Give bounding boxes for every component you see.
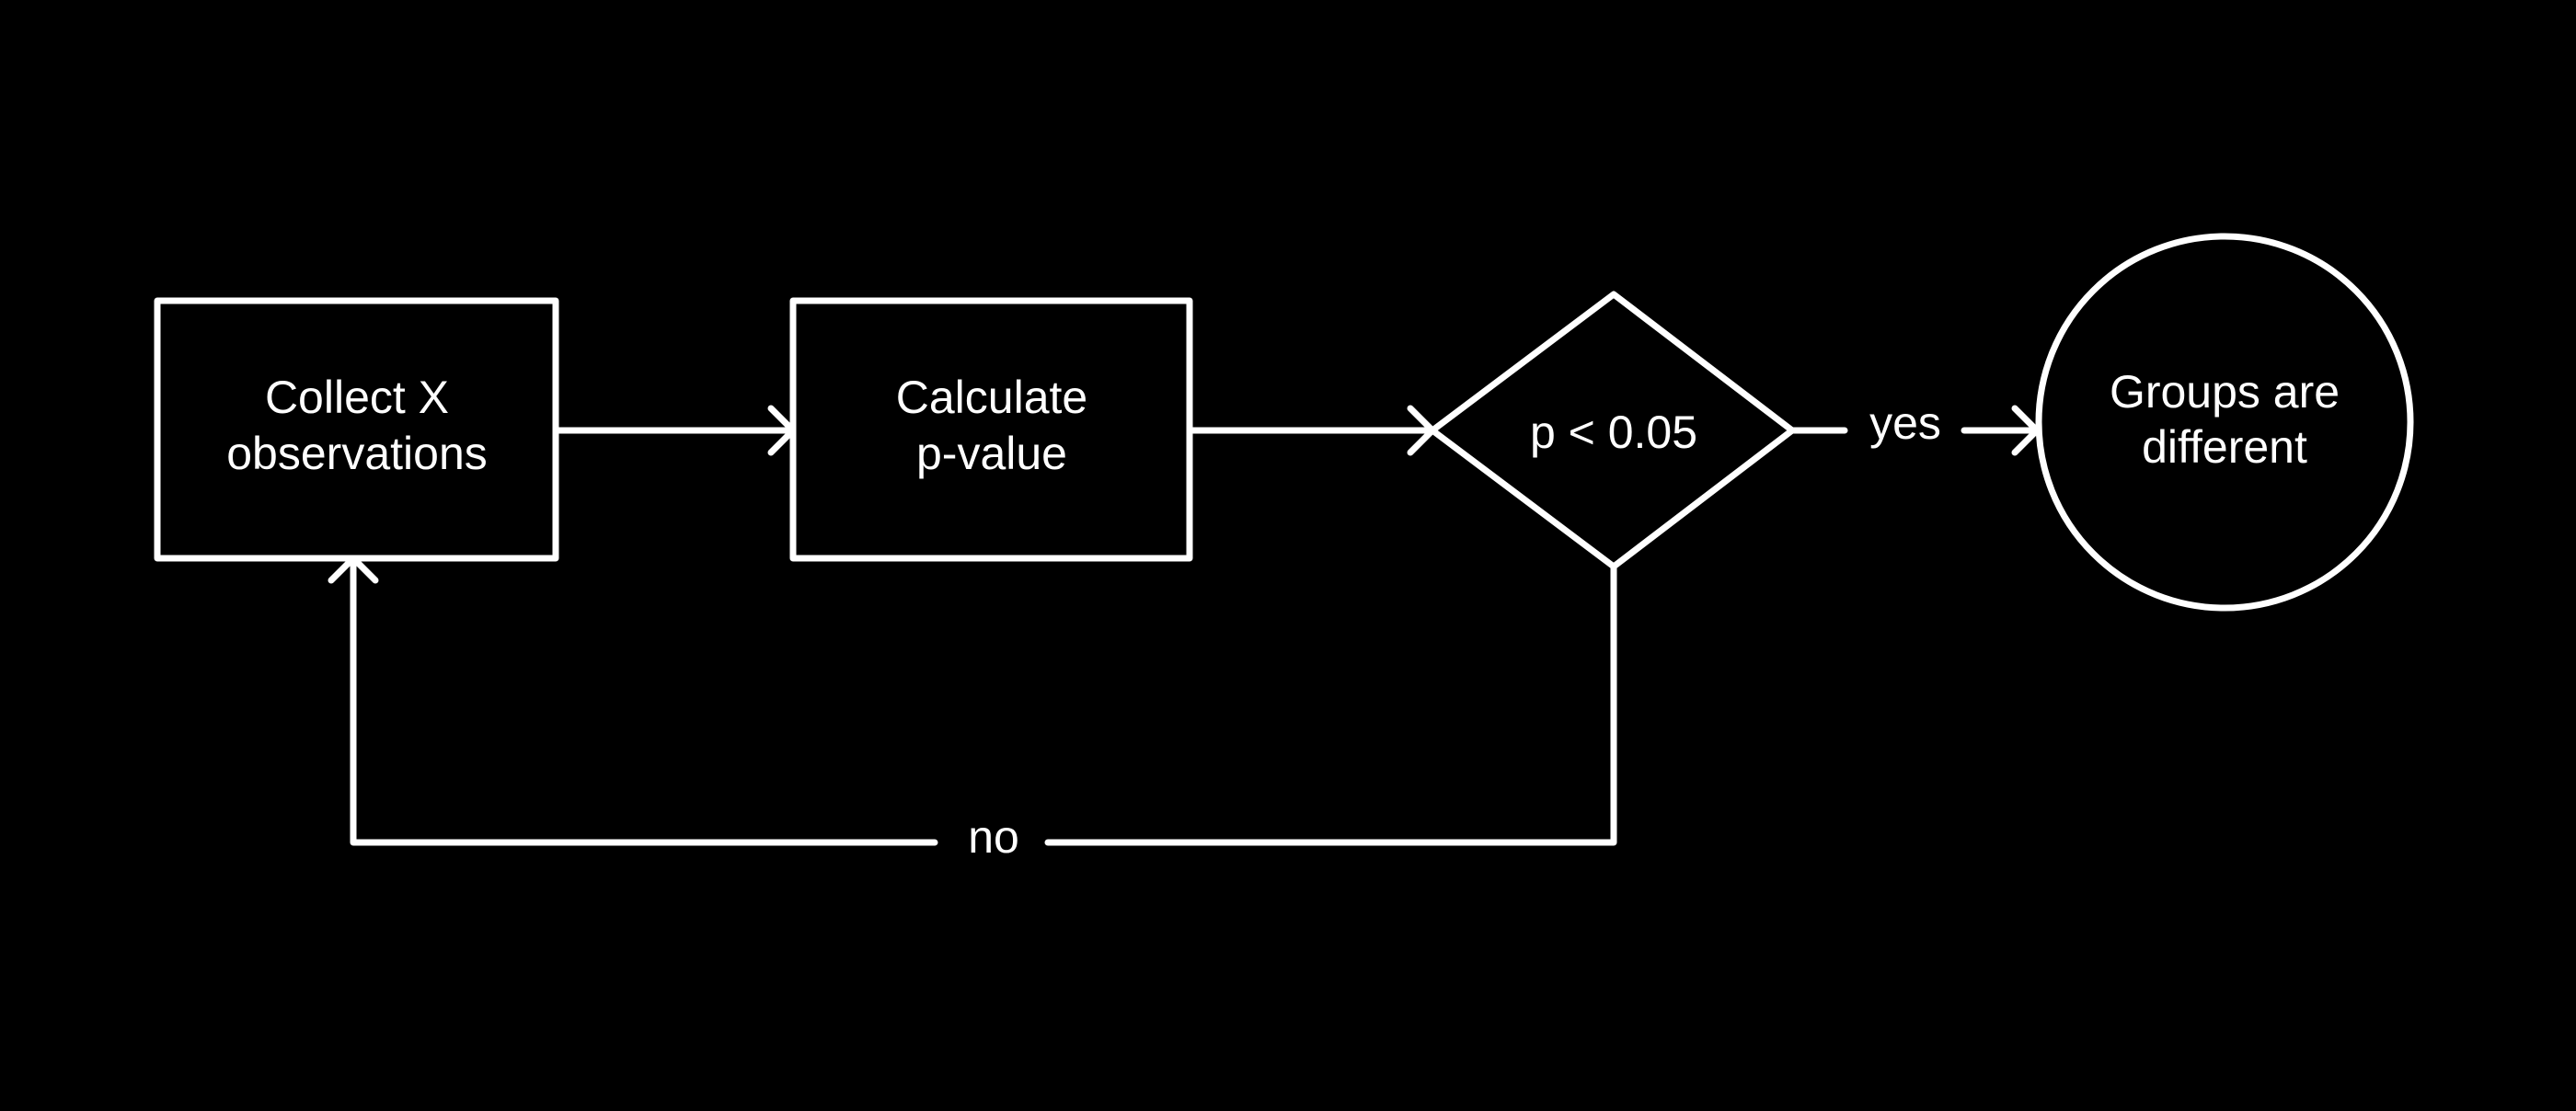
node-label: Calculate bbox=[896, 372, 1087, 423]
edge-no-loop: no bbox=[328, 555, 1617, 863]
edge-collect-to-calculate bbox=[552, 405, 797, 456]
node-label: observations bbox=[226, 428, 488, 479]
node-label: different bbox=[2142, 421, 2307, 473]
terminal-circle bbox=[2035, 233, 2414, 612]
node-decision: p < 0.05 bbox=[1429, 291, 1796, 570]
node-groups-different: Groups are different bbox=[2035, 233, 2414, 612]
node-collect-observations: Collect X observations bbox=[154, 297, 559, 562]
decision-label: p < 0.05 bbox=[1530, 407, 1697, 458]
arrowhead-icon bbox=[328, 555, 379, 584]
no-label: no bbox=[968, 811, 1019, 863]
yes-label: yes bbox=[1869, 397, 1941, 449]
edge-calculate-to-decision bbox=[1186, 405, 1436, 456]
node-label: Groups are bbox=[2110, 366, 2340, 418]
node-calculate-p-value: Calculate p-value bbox=[789, 297, 1193, 562]
node-label: p-value bbox=[916, 428, 1067, 479]
edge-yes: yes bbox=[1788, 397, 2041, 456]
node-label: Collect X bbox=[265, 372, 449, 423]
